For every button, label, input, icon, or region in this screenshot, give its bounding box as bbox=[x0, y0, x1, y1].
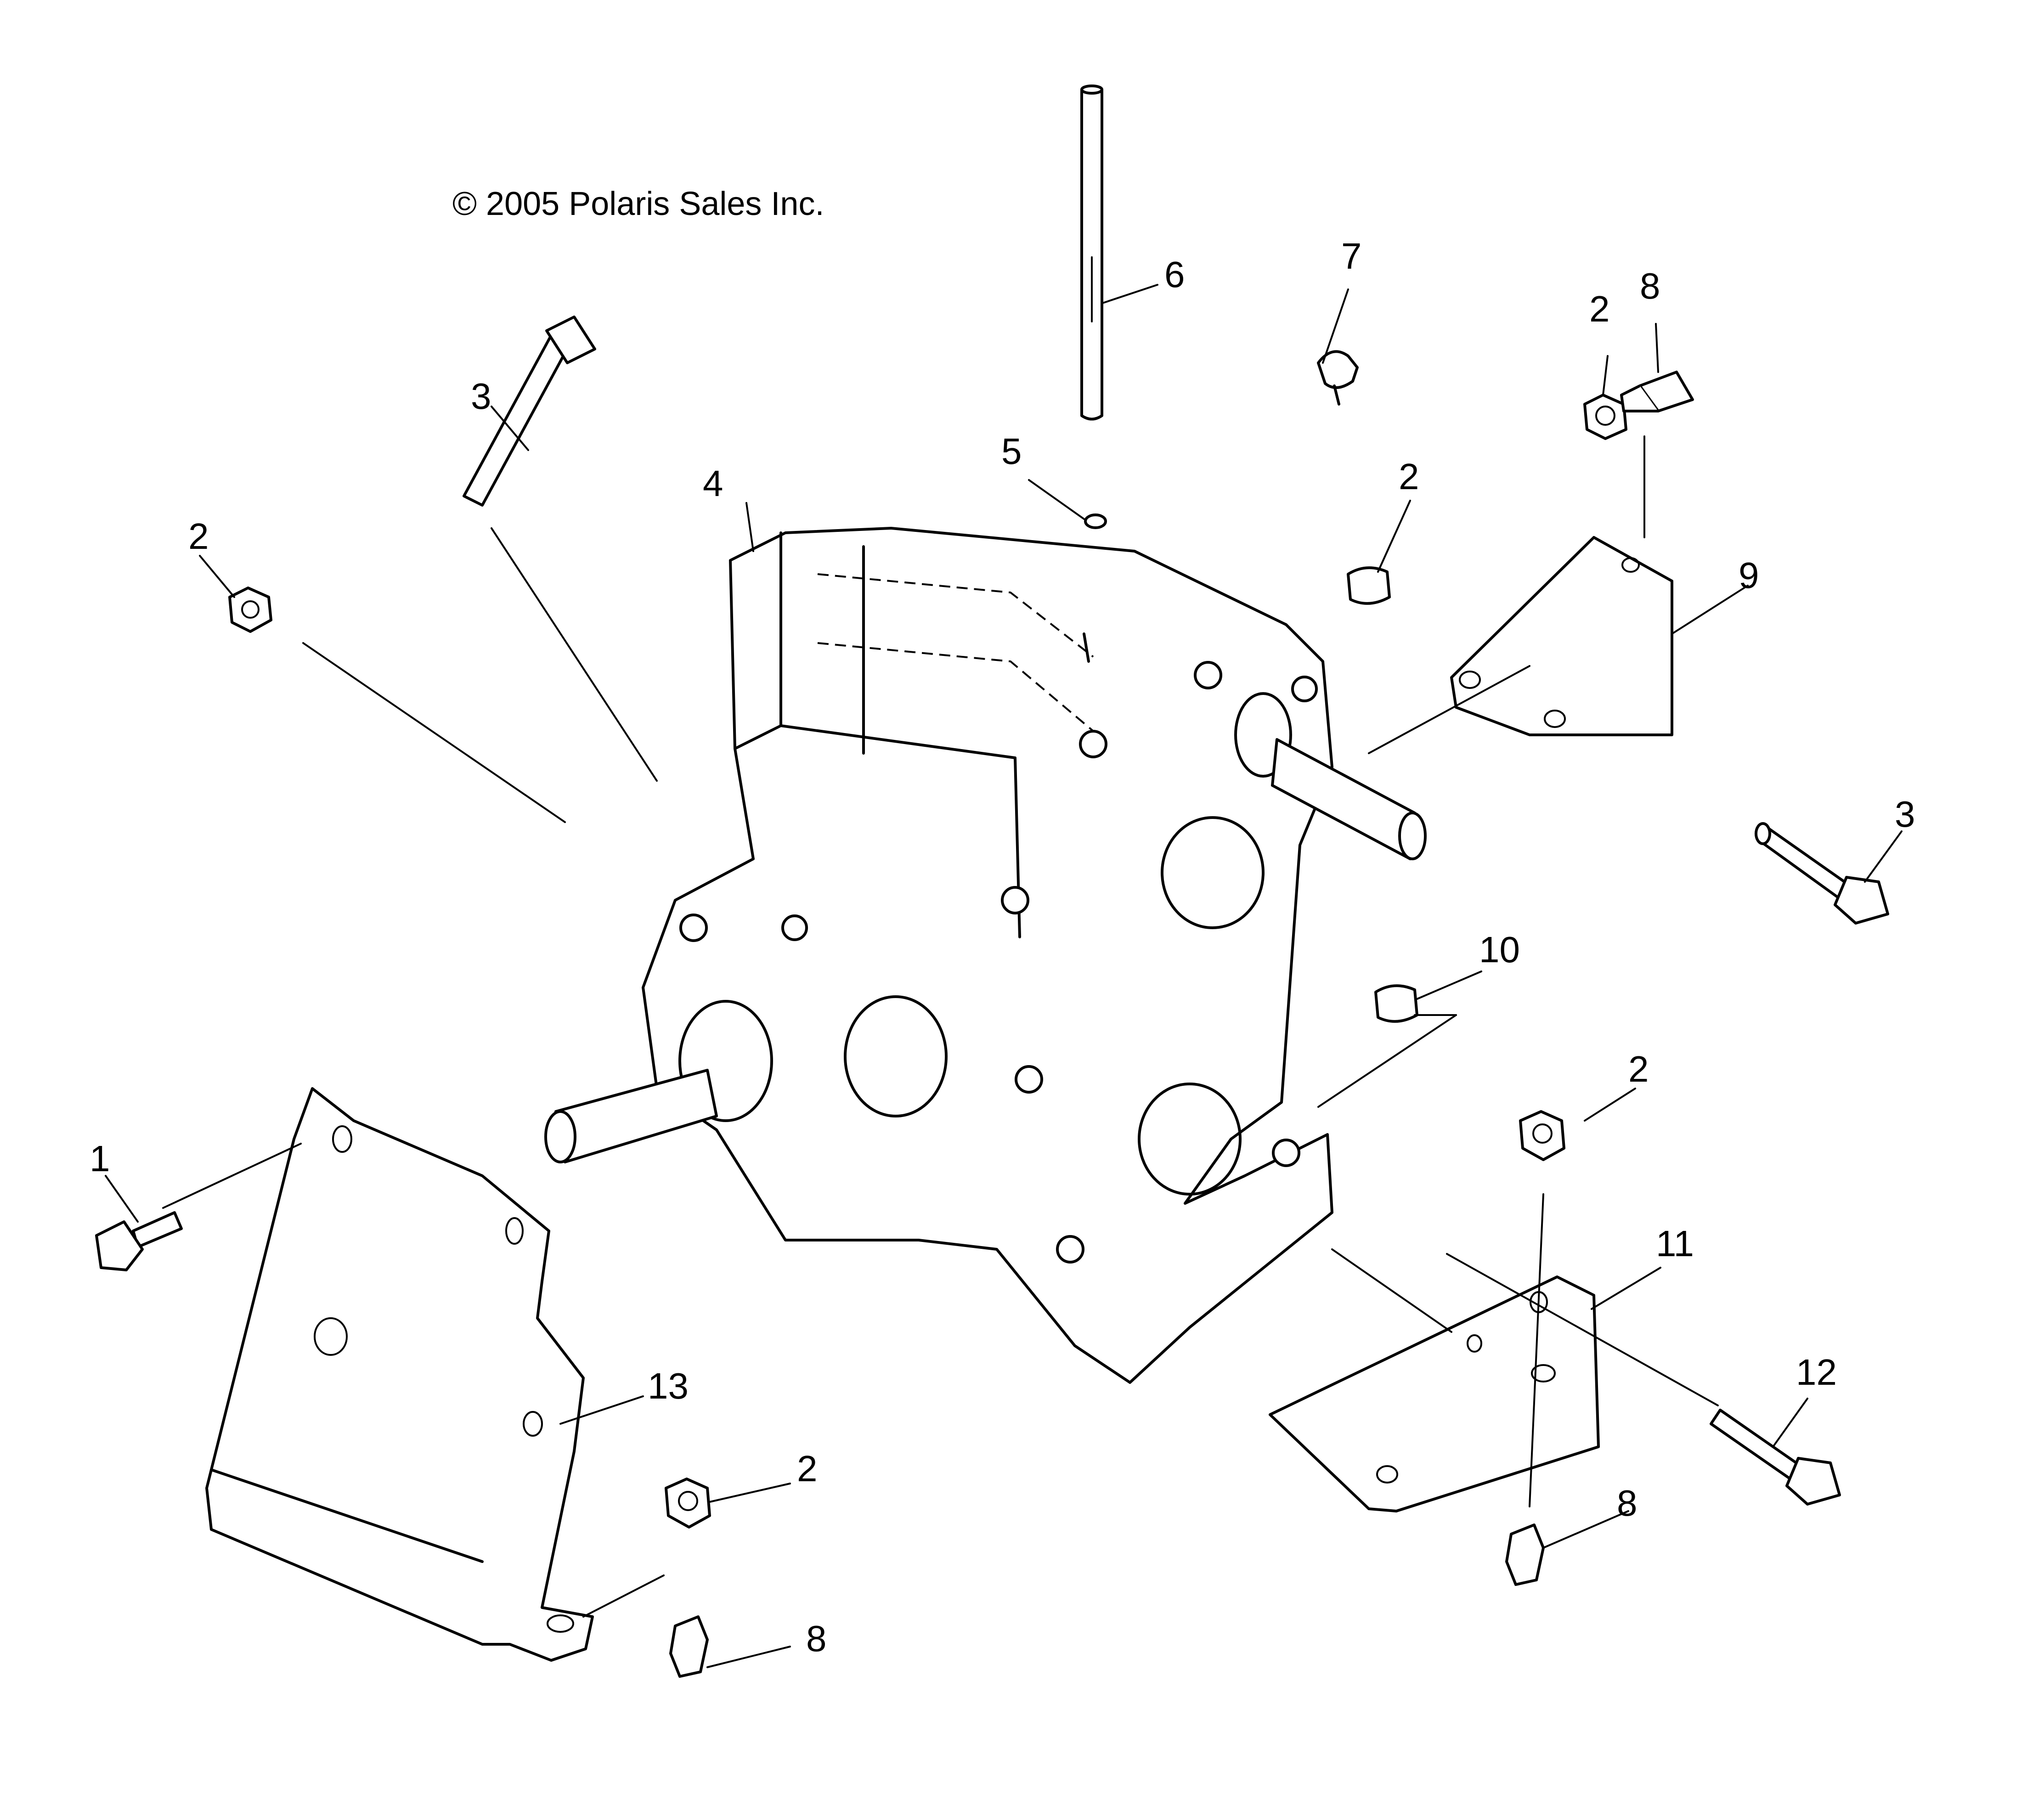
callout-11: 11 bbox=[1656, 1223, 1694, 1264]
part-12-bolt bbox=[1710, 1409, 1841, 1506]
callout-13: 13 bbox=[648, 1365, 689, 1406]
part-7-clamp bbox=[1317, 350, 1359, 406]
callout-6: 6 bbox=[1164, 254, 1185, 295]
leader-lines bbox=[105, 284, 1903, 1668]
callout-3: 3 bbox=[1895, 794, 1915, 835]
callout-8: 8 bbox=[1617, 1483, 1637, 1523]
callout-4: 4 bbox=[703, 463, 723, 504]
callout-2: 2 bbox=[1589, 288, 1610, 329]
callout-10: 10 bbox=[1479, 929, 1520, 970]
callouts: 1 2 2 2 2 2 3 3 4 5 6 7 8 8 8 9 10 11 12… bbox=[90, 236, 1915, 1659]
callout-9: 9 bbox=[1739, 555, 1759, 596]
part-8-bolt-bottom-right bbox=[1505, 1523, 1545, 1586]
part-3-bolt-right bbox=[1755, 822, 1889, 925]
callout-3: 3 bbox=[471, 376, 491, 417]
copyright-text: © 2005 Polaris Sales Inc. bbox=[452, 186, 824, 222]
part-8-bolt-bottom-left bbox=[669, 1615, 709, 1678]
callout-12: 12 bbox=[1796, 1352, 1837, 1393]
callout-8: 8 bbox=[806, 1618, 827, 1659]
guide-lines bbox=[162, 435, 1719, 1618]
callout-2: 2 bbox=[188, 516, 209, 557]
callout-8: 8 bbox=[1640, 265, 1660, 306]
part-4-transmission bbox=[544, 527, 1427, 1384]
part-5-pin bbox=[1084, 513, 1107, 529]
part-1-bolt bbox=[95, 1211, 183, 1271]
part-3-bolt-upper bbox=[463, 316, 596, 507]
part-10-nut bbox=[1374, 984, 1418, 1023]
callout-5: 5 bbox=[1001, 431, 1022, 472]
callout-2: 2 bbox=[1399, 456, 1419, 497]
part-8-bolt-upper bbox=[1620, 371, 1694, 412]
part-9-bracket bbox=[1450, 536, 1673, 736]
part-2-nut-upper-right bbox=[1583, 394, 1627, 440]
part-2-nut-bottom bbox=[665, 1478, 711, 1529]
part-2-nut-right bbox=[1519, 1110, 1565, 1161]
part-2-nut-mid bbox=[1347, 566, 1391, 605]
callout-7: 7 bbox=[1341, 236, 1362, 276]
part-13-bracket bbox=[205, 1087, 594, 1662]
part-11-bracket bbox=[1269, 1275, 1600, 1512]
callout-1: 1 bbox=[90, 1138, 110, 1179]
callout-2: 2 bbox=[1628, 1049, 1649, 1089]
part-6-rod bbox=[1080, 85, 1103, 421]
part-2-nut-left bbox=[228, 587, 272, 633]
callout-2: 2 bbox=[797, 1448, 818, 1489]
